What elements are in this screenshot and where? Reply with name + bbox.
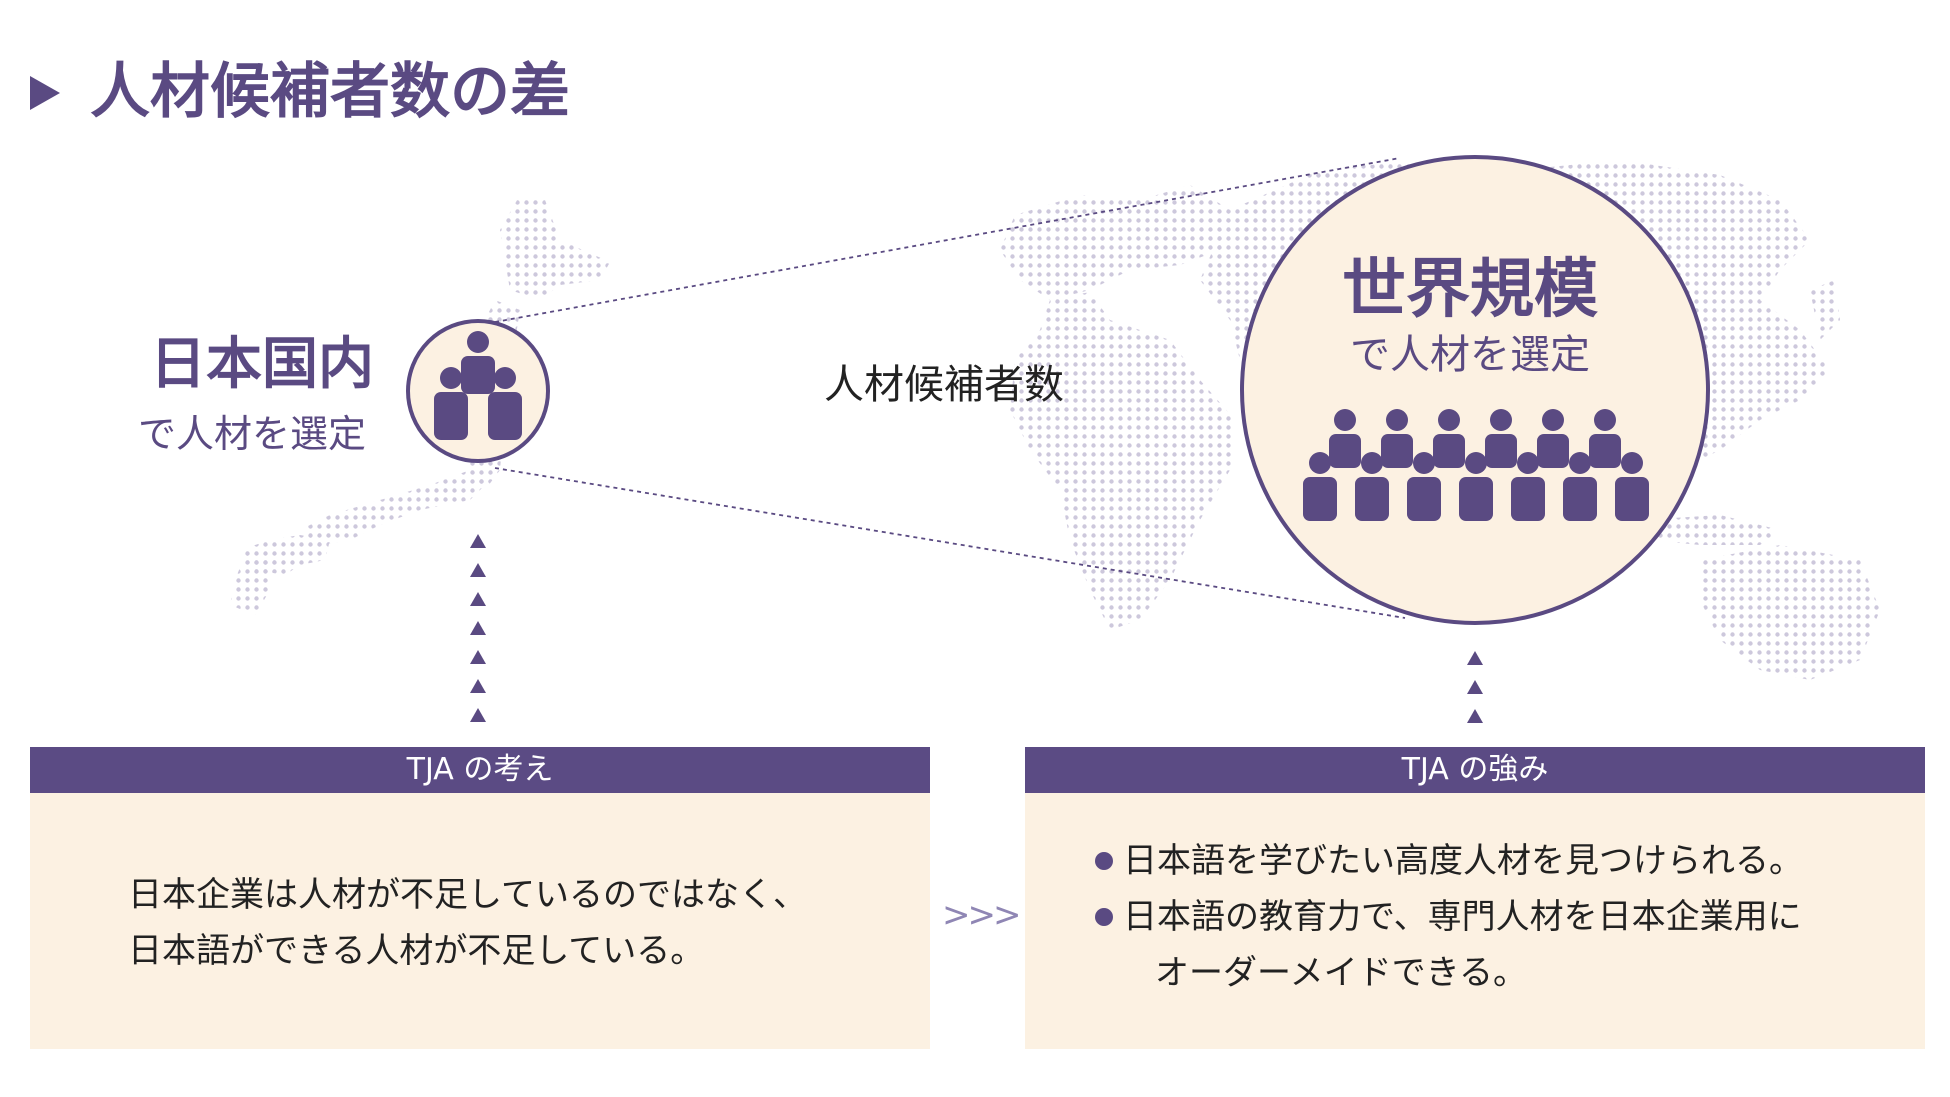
domestic-heading: 日本国内: [150, 332, 374, 397]
up-triangle-icon-column-left: [470, 534, 486, 722]
title-arrow-icon: [30, 76, 60, 110]
strength-bullet-2: 日本語の教育力で、専門人材を日本企業用に: [1123, 897, 1802, 937]
tja-thinking-line-1: 日本企業は人材が不足しているのではなく、: [128, 875, 807, 915]
tja-strength-list: 日本語を学びたい高度人材を見つけられる。 日本語の教育力で、専門人材を日本企業用…: [1095, 833, 1803, 1001]
tja-thinking-line-2: 日本語ができる人材が不足している。: [128, 931, 705, 971]
global-circle: [1240, 155, 1710, 625]
crowd-icon: [1303, 409, 1649, 521]
connector-line-top: [494, 157, 1401, 323]
bullet-icon: [1095, 852, 1113, 870]
strength-bullet-2-continuation: オーダーメイドできる。: [1155, 953, 1527, 993]
tja-strength-header: TJA の強み: [1025, 747, 1925, 793]
connector-chevrons: >>>: [942, 895, 1021, 935]
bullet-icon: [1095, 908, 1113, 926]
list-item: 日本語の教育力で、専門人材を日本企業用に: [1095, 889, 1803, 945]
candidate-count-label: 人材候補者数: [824, 362, 1064, 408]
tja-thinking-text: 日本企業は人材が不足しているのではなく、 日本語ができる人材が不足している。: [128, 867, 807, 979]
tja-strength-box: 日本語を学びたい高度人材を見つけられる。 日本語の教育力で、専門人材を日本企業用…: [1025, 793, 1925, 1049]
domestic-subheading: で人材を選定: [138, 412, 367, 456]
global-subheading: で人材を選定: [1350, 332, 1590, 378]
tja-thinking-header: TJA の考え: [30, 747, 930, 793]
connector-line-bottom: [494, 467, 1406, 619]
strength-bullet-1: 日本語を学びたい高度人材を見つけられる。: [1123, 841, 1803, 881]
up-triangle-icon-column-right: [1467, 651, 1483, 723]
page-title: 人材候補者数の差: [90, 57, 570, 127]
list-item: 日本語を学びたい高度人材を見つけられる。: [1095, 833, 1803, 889]
global-heading: 世界規模: [1342, 253, 1598, 327]
tja-thinking-box: 日本企業は人材が不足しているのではなく、 日本語ができる人材が不足している。: [30, 793, 930, 1049]
people-group-icon: [434, 331, 522, 440]
